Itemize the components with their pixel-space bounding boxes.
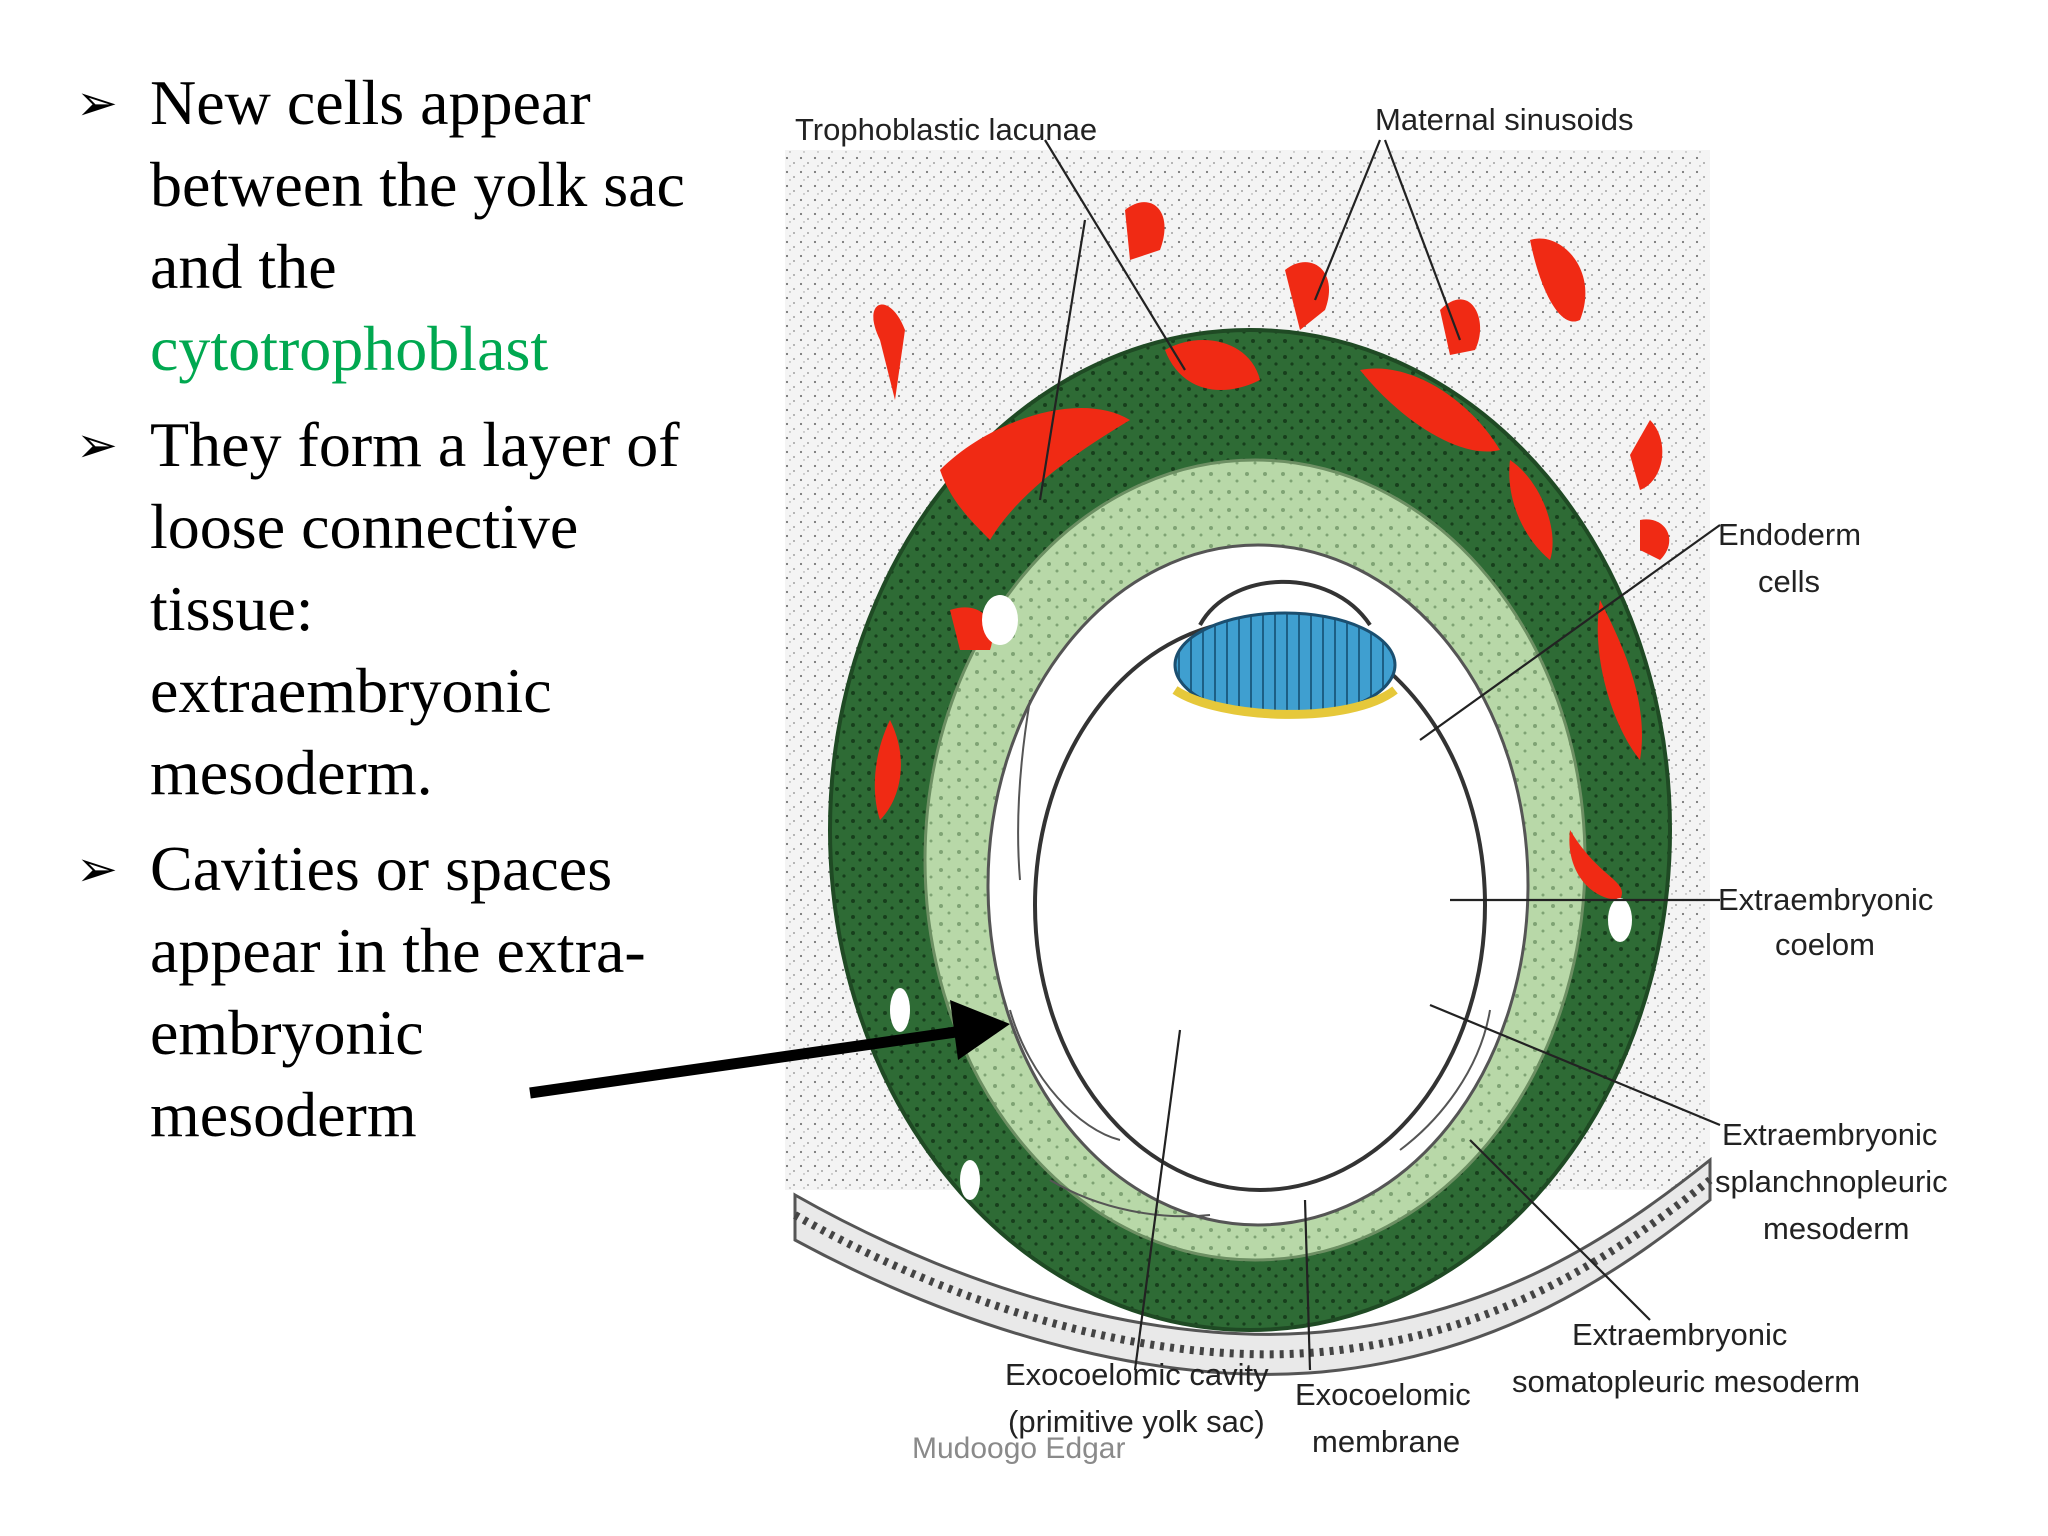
label-exocoelomic-cavity: Exocoelomic cavity xyxy=(1005,1357,1269,1392)
coelomic-spaces xyxy=(1009,699,1491,1218)
bullet-text: Cavities or spaces appear in the extra-e… xyxy=(150,833,646,1150)
trophoblast-spaces xyxy=(890,595,1632,1200)
arrow-bullet-icon: ➢ xyxy=(76,416,118,474)
bullet-text: New cells appear between the yolk sac an… xyxy=(150,62,690,390)
label-exocoelomic-membrane-2: membrane xyxy=(1312,1424,1460,1459)
bullet-item: ➢ New cells appear between the yolk sac … xyxy=(70,62,690,390)
highlight-term: cytotrophoblast xyxy=(150,313,549,384)
label-somatopleuric-mesoderm: Extraembryonic xyxy=(1572,1317,1787,1352)
leader-lines xyxy=(1038,139,1721,1371)
label-extraembryonic-coelom: Extraembryonic xyxy=(1718,882,1933,917)
label-endoderm-cells: Endoderm xyxy=(1718,517,1861,552)
label-exocoelomic-cavity-2: (primitive yolk sac) xyxy=(1008,1404,1265,1439)
author-credit: Mudoogo Edgar xyxy=(912,1432,1126,1465)
pointer-arrow xyxy=(529,1000,1010,1099)
bullet-text-part: New cells appear between the yolk sac an… xyxy=(150,67,685,302)
label-somatopleuric-mesoderm-2: somatopleuric mesoderm xyxy=(1512,1364,1860,1399)
bullet-item: ➢ Cavities or spaces appear in the extra… xyxy=(70,828,690,1156)
label-endoderm-cells-2: cells xyxy=(1758,564,1820,599)
label-exocoelomic-membrane: Exocoelomic xyxy=(1295,1377,1471,1412)
bullet-text: They form a layer of loose connective ti… xyxy=(150,409,680,808)
label-splanchnopleuric-mesoderm-3: mesoderm xyxy=(1763,1211,1909,1246)
hypoblast-layer xyxy=(1172,686,1398,719)
trophoblastic-lacunae xyxy=(873,202,1670,900)
bullet-list: ➢ New cells appear between the yolk sac … xyxy=(70,62,690,1170)
label-splanchnopleuric-mesoderm: Extraembryonic xyxy=(1722,1117,1937,1152)
arrow-bullet-icon: ➢ xyxy=(76,840,118,898)
amniotic-cavity xyxy=(1198,579,1372,627)
label-maternal-sinusoids: Maternal sinusoids xyxy=(1375,102,1633,137)
label-trophoblastic-lacunae: Trophoblastic lacunae xyxy=(795,112,1097,147)
uterine-epithelium-texture xyxy=(793,1176,1713,1359)
label-extraembryonic-coelom-2: coelom xyxy=(1775,927,1875,962)
arrow-bullet-icon: ➢ xyxy=(76,74,118,132)
uterine-epithelium xyxy=(793,1156,1712,1376)
bullet-item: ➢ They form a layer of loose connective … xyxy=(70,404,690,814)
label-splanchnopleuric-mesoderm-2: splanchnopleuric xyxy=(1715,1164,1948,1199)
